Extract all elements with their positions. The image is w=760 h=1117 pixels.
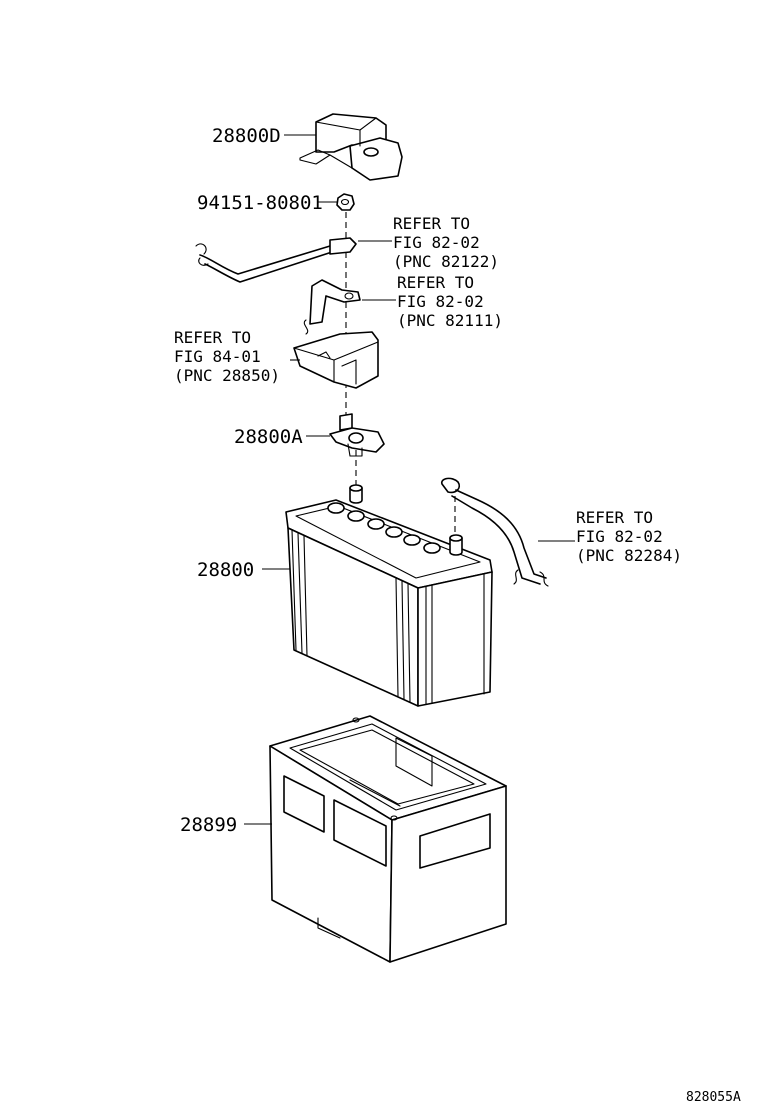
battery-positive-post	[349, 484, 363, 504]
part-number-nut: 94151-80801	[197, 192, 323, 214]
positive-cable-82122	[195, 237, 357, 283]
ref-82284-line1: REFER TO	[576, 508, 653, 527]
ref-82111-line3: (PNC 82111)	[397, 311, 503, 330]
ref-82122-line2: FIG 82-02	[393, 233, 480, 252]
ref-28850-line2: FIG 84-01	[174, 347, 261, 366]
part-number-28800: 28800	[197, 559, 254, 581]
ref-82122-line3: (PNC 82122)	[393, 252, 499, 271]
ref-82122-line1: REFER TO	[393, 214, 470, 233]
part-number-28800d: 28800D	[212, 125, 281, 147]
part-number-28899: 28899	[180, 814, 237, 836]
fuse-block-28850	[293, 331, 379, 389]
battery-vent-caps	[327, 502, 441, 554]
terminal-clamp-28800a[interactable]	[329, 413, 385, 457]
terminal-cover-28800d[interactable]	[299, 113, 403, 181]
ref-82284-line3: (PNC 82284)	[576, 546, 682, 565]
battery-negative-post	[449, 534, 463, 556]
figure-code: 828055A	[686, 1090, 741, 1105]
ref-82111-line2: FIG 82-02	[397, 292, 484, 311]
ref-28850-line3: (PNC 28850)	[174, 366, 280, 385]
terminal-bracket-82111	[303, 279, 361, 335]
nut-94151-80801[interactable]	[336, 193, 355, 211]
battery-28800[interactable]	[285, 484, 493, 707]
ref-28850-line1: REFER TO	[174, 328, 251, 347]
ref-82284-line2: FIG 82-02	[576, 527, 663, 546]
battery-tray-28899[interactable]	[269, 715, 507, 963]
part-number-28800a: 28800A	[234, 426, 303, 448]
negative-cable-82284	[441, 477, 549, 587]
ref-82111-line1: REFER TO	[397, 273, 474, 292]
